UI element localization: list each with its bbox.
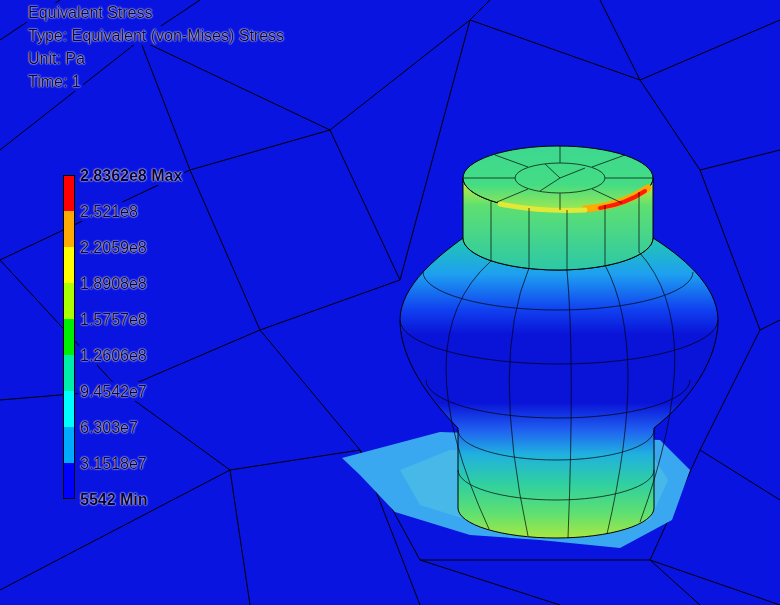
bulged-body [400,238,718,538]
plot-info: Unit: Pa [26,49,87,68]
element-mesh [400,192,718,538]
legend-value: 6.303e7 [78,418,140,437]
legend-value: 2.521e8 [78,202,140,221]
legend-swatch [63,319,75,355]
top-face [463,146,653,210]
plot-title: Equivalent Stress [26,3,155,22]
legend-swatch [63,283,75,319]
legend-swatch [63,355,75,391]
legend-value: 1.8908e8 [78,274,149,293]
peak-stress-rim [600,191,645,208]
legend-value: 9.4542e7 [78,382,149,401]
plot-info: Type: Equivalent (von-Mises) Stress [26,26,286,45]
legend-value: 5542 Min [78,490,150,509]
legend-swatch [63,175,75,211]
plot-info: Time: 1 [26,72,83,91]
legend-value: 2.8362e8 Max [78,166,184,185]
legend-swatch [63,247,75,283]
legend-swatch [63,463,75,499]
rim-yellow [500,204,585,210]
peak-stress-rim [585,188,648,209]
legend-swatch [63,391,75,427]
legend-swatch [63,211,75,247]
element-mesh [463,146,653,210]
legend-value: 2.2059e8 [78,238,149,257]
legend-value: 1.5757e8 [78,310,149,329]
legend-value: 1.2606e8 [78,346,149,365]
legend-value: 3.1518e7 [78,454,149,473]
legend-swatch [63,427,75,463]
